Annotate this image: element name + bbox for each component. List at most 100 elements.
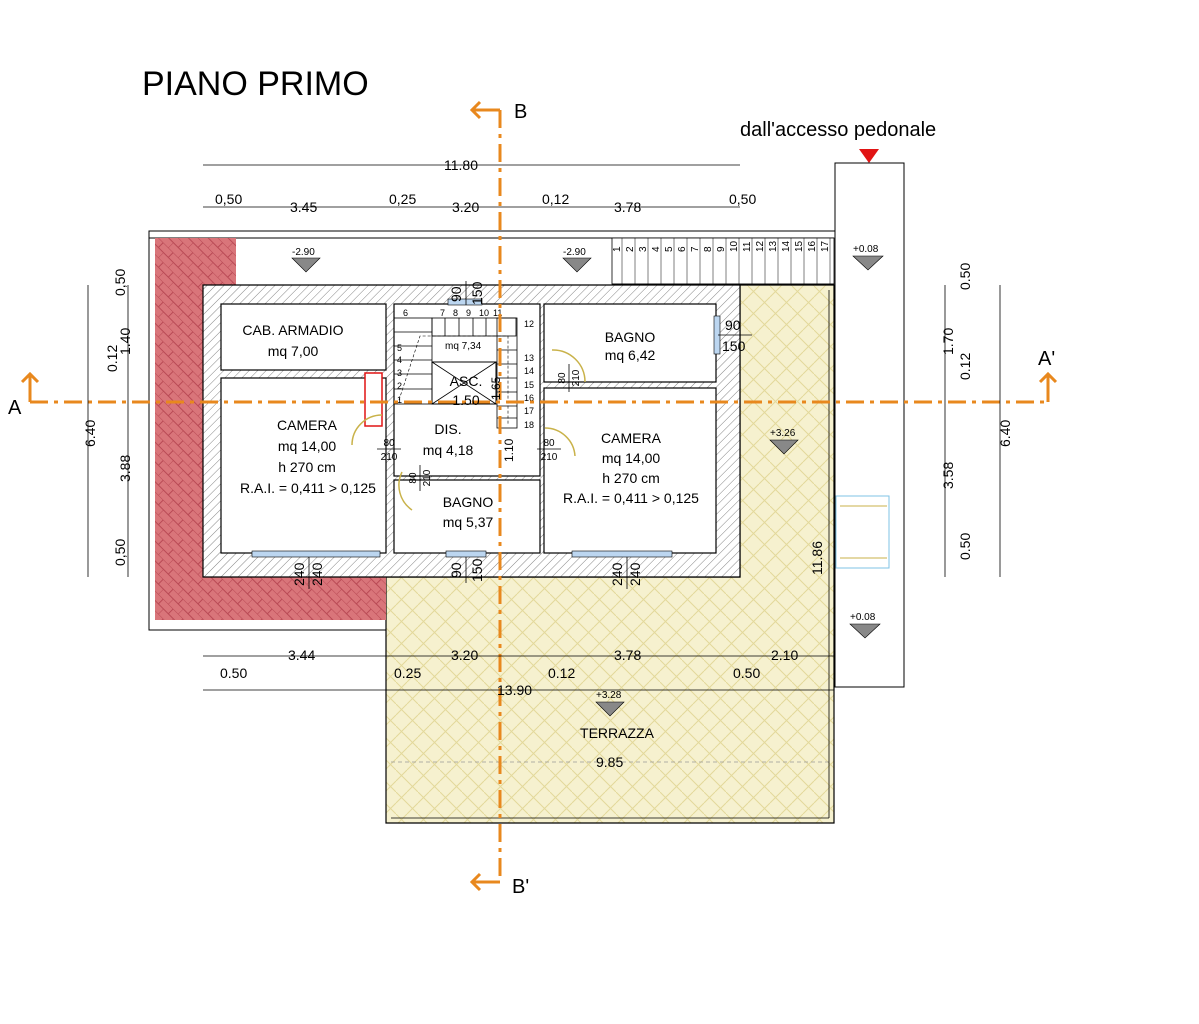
- step-4: 2: [397, 381, 402, 391]
- door-label-right: 80 210: [537, 438, 561, 463]
- level-marker-3: +0.08: [852, 244, 884, 271]
- step-6: 6: [403, 308, 408, 318]
- room-label-camera-right: CAMERA: [601, 430, 662, 446]
- external-step-number: 4: [651, 246, 662, 252]
- svg-text:210: 210: [541, 452, 558, 463]
- dim-left-2: 1.40: [117, 328, 133, 355]
- room-label-dis: DIS.: [434, 421, 461, 437]
- external-step-number: 11: [742, 241, 753, 252]
- room-camera-right: [543, 387, 717, 554]
- level-marker-6: +3.28: [595, 690, 625, 717]
- asc-dim-h: 1.10: [502, 438, 516, 462]
- door-label-bath-top: 80 210: [557, 364, 582, 392]
- external-step-number: 17: [820, 240, 831, 252]
- dim-left-3: 0.12: [104, 345, 120, 372]
- room-label-asc: ASC.: [450, 373, 483, 389]
- dim-left-5: 0,50: [112, 539, 128, 566]
- svg-text:+3.28: +3.28: [596, 690, 622, 701]
- svg-text:150: 150: [722, 338, 746, 354]
- door-swing-right: [544, 427, 576, 457]
- svg-text:150: 150: [469, 558, 485, 582]
- room-rai-camera-right: R.A.I. = 0,411 > 0,125: [563, 490, 699, 506]
- internal-stair: [393, 317, 518, 429]
- svg-text:80: 80: [543, 438, 555, 449]
- step-15: 15: [524, 380, 534, 390]
- room-height-camera-left: h 270 cm: [278, 459, 336, 475]
- door-swing-bath-top: [551, 349, 586, 383]
- step-3: 3: [397, 368, 402, 378]
- step-14: 14: [524, 366, 534, 376]
- room-camera-left: [220, 377, 387, 554]
- window-label-bath-bottom: 90 150: [448, 557, 485, 583]
- external-step-number: 7: [690, 246, 701, 252]
- svg-text:-2.90: -2.90: [292, 247, 315, 258]
- room-area-dis: mq 4,18: [423, 442, 474, 458]
- arrow-b-top-icon: [469, 100, 500, 120]
- room-label-terrazza: TERRAZZA: [580, 725, 655, 741]
- section-a-label: A: [8, 397, 22, 419]
- window-bagno-bottom: [445, 550, 487, 558]
- step-9: 9: [466, 308, 471, 318]
- step-17: 17: [524, 406, 534, 416]
- door-label-left: 80 210: [377, 438, 401, 463]
- window-label-stair: 90 150: [448, 281, 485, 305]
- room-area-camera-right: mq 14,00: [602, 450, 661, 466]
- room-label-bagno-bottom: BAGNO: [443, 494, 494, 510]
- section-b-label: B: [514, 101, 527, 123]
- level-marker-5: +0.08: [849, 612, 881, 639]
- svg-text:210: 210: [422, 469, 433, 486]
- step-7: 7: [440, 308, 445, 318]
- step-2: 4: [397, 355, 402, 365]
- svg-text:80: 80: [383, 438, 395, 449]
- dim-bottom-total: 13.90: [497, 682, 532, 698]
- section-b-prime-label: B': [512, 876, 529, 898]
- door-swing-left: [351, 414, 383, 446]
- dim-terrace-width: 9.85: [596, 754, 623, 770]
- svg-text:210: 210: [571, 369, 582, 386]
- svg-text:+0.08: +0.08: [850, 612, 876, 623]
- dim-right-2: 1.70: [940, 328, 956, 355]
- dim-left-total: 6.40: [82, 420, 98, 447]
- svg-text:-2.90: -2.90: [563, 247, 586, 258]
- external-step-number: 2: [625, 246, 636, 252]
- svg-text:+3.26: +3.26: [770, 428, 796, 439]
- svg-text:240: 240: [627, 562, 643, 586]
- chimney: [364, 372, 383, 427]
- arrow-a-right-icon: [1038, 371, 1058, 402]
- external-step-number: 16: [807, 240, 818, 252]
- section-a-prime-label: A': [1038, 348, 1055, 370]
- window-label-camera-left: 240 240: [291, 557, 325, 589]
- step-10: 10: [479, 308, 489, 318]
- svg-text:150: 150: [469, 281, 485, 305]
- room-area-camera-left: mq 14,00: [278, 438, 337, 454]
- window-label-camera-right: 240 240: [609, 557, 643, 589]
- step-13: 13: [524, 353, 534, 363]
- dim-top-7: 0,50: [729, 191, 756, 207]
- door-label-bath-bottom: 80 210: [408, 465, 433, 491]
- external-step-number: 15: [794, 240, 805, 252]
- external-step-number: 5: [664, 246, 675, 252]
- dim-bottom-s1: 0.50: [220, 665, 247, 681]
- external-stair: [611, 237, 835, 285]
- step-18: 18: [524, 420, 534, 430]
- room-area-stair: mq 7,34: [445, 341, 482, 352]
- svg-text:90: 90: [725, 317, 741, 333]
- step-1: 5: [397, 343, 402, 353]
- dim-top-2: 3.45: [290, 199, 317, 215]
- step-8: 8: [453, 308, 458, 318]
- room-label-camera-left: CAMERA: [277, 417, 338, 433]
- level-marker-1: -2.90: [291, 247, 321, 273]
- dim-right-3: 0.12: [957, 353, 973, 380]
- external-step-number: 13: [768, 240, 779, 252]
- dim-top-5: 0,12: [542, 191, 569, 207]
- external-step-number: 3: [638, 246, 649, 252]
- step-16: 16: [524, 393, 534, 403]
- asc-dim-w: 1.65: [489, 376, 503, 400]
- dim-bottom-s2: 0.25: [394, 665, 421, 681]
- dim-left-1: 0,50: [112, 269, 128, 296]
- svg-text:90: 90: [448, 286, 464, 302]
- room-area-asc: 1.50: [452, 392, 479, 408]
- dim-right-total: 6.40: [997, 420, 1013, 447]
- dim-bottom-4: 2.10: [771, 647, 798, 663]
- arrow-b-bottom-icon: [469, 872, 500, 892]
